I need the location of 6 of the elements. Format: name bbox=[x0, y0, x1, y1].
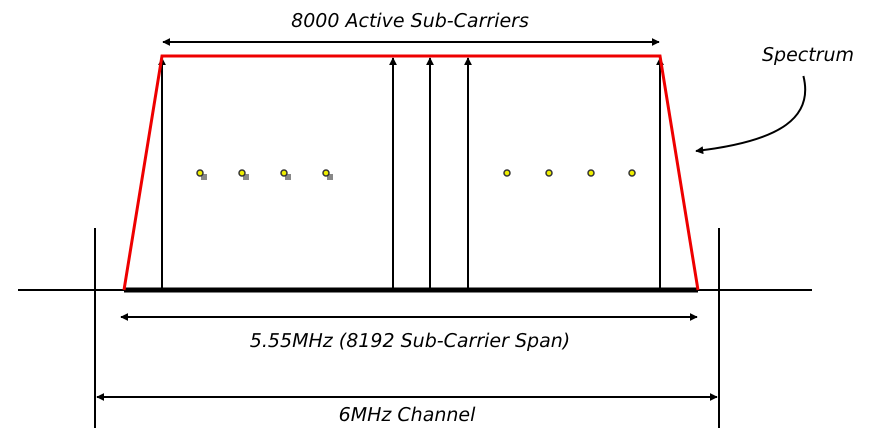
spectrum-label: Spectrum bbox=[762, 44, 854, 66]
spectrum-outline bbox=[122, 54, 700, 290]
dimension-label: 6MHz Channel bbox=[338, 404, 476, 426]
dimension-label: 5.55MHz (8192 Sub-Carrier Span) bbox=[250, 330, 570, 352]
dimension-label: 8000 Active Sub-Carriers bbox=[291, 10, 529, 32]
leader-arrow bbox=[695, 76, 806, 154]
